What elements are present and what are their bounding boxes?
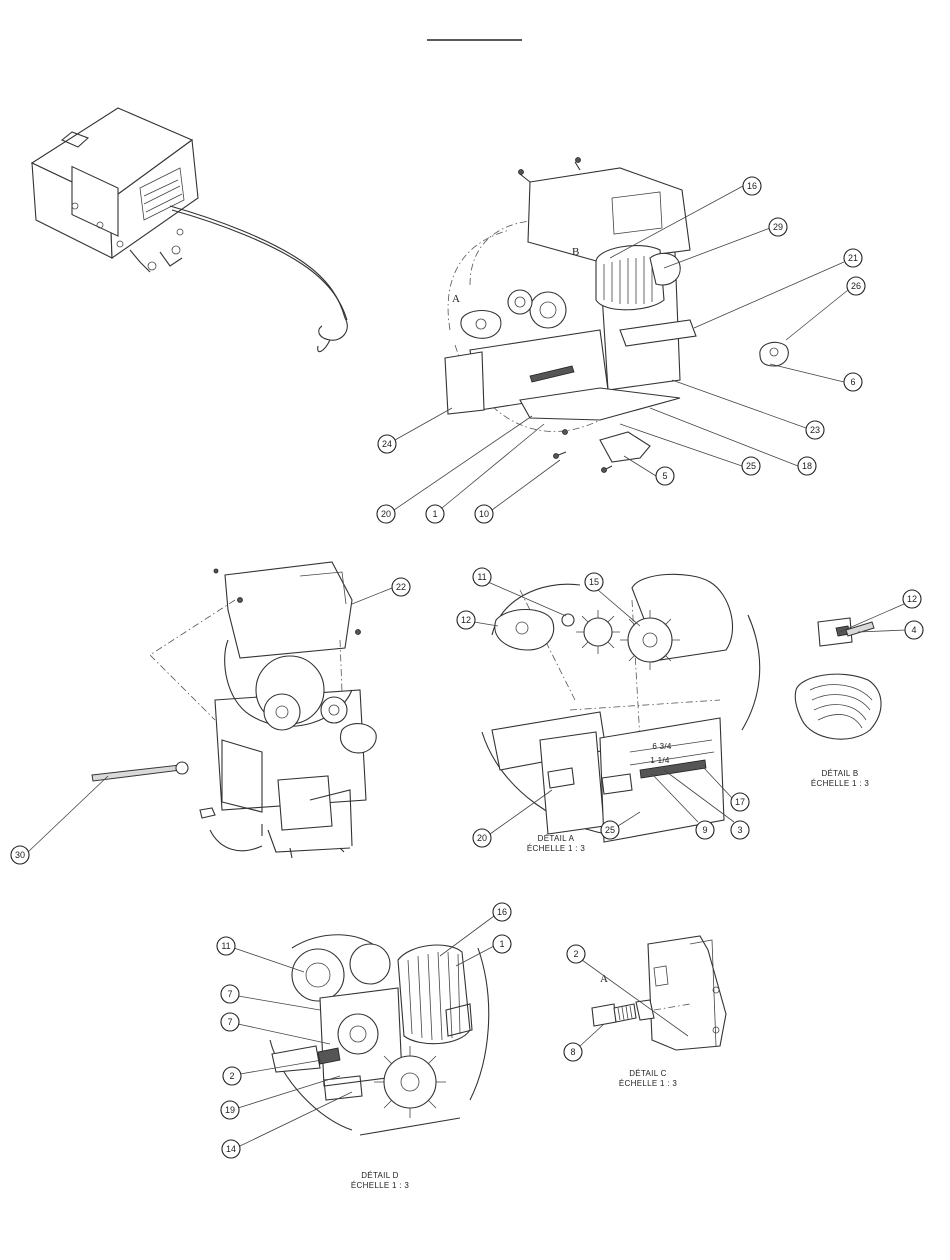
svg-text:11: 11 <box>221 941 230 951</box>
detail-d-view: DÉTAIL D ÉCHELLE 1 : 3 <box>270 935 489 1190</box>
balloon-26: 26 <box>786 277 865 340</box>
main-exploded-view: B A <box>445 158 788 473</box>
detail-a-view: 6 3/4 1 1/4 DÉTAIL A ÉCHELLE 1 : 3 <box>482 574 760 853</box>
balloon-30: 30 <box>11 776 108 864</box>
detail-b-scale: ÉCHELLE 1 : 3 <box>811 779 869 788</box>
balloon-1-detail-d: 1 <box>456 935 511 966</box>
detail-d-title: DÉTAIL D <box>361 1171 399 1180</box>
svg-text:17: 17 <box>735 797 745 807</box>
svg-text:1: 1 <box>432 509 437 519</box>
svg-text:16: 16 <box>747 181 757 191</box>
detail-b-view: DÉTAIL B ÉCHELLE 1 : 3 <box>795 618 881 788</box>
svg-text:12: 12 <box>907 594 917 604</box>
svg-text:7: 7 <box>227 1017 232 1027</box>
balloon-23: 23 <box>672 380 824 439</box>
balloon-10: 10 <box>475 460 560 523</box>
svg-text:6: 6 <box>850 377 855 387</box>
svg-text:25: 25 <box>746 461 756 471</box>
balloon-20-main: 20 <box>377 416 532 523</box>
rear-exploded-view <box>92 562 376 858</box>
detail-c-view: A DÉTAIL C ÉCHELLE 1 : 3 <box>592 936 726 1088</box>
svg-text:30: 30 <box>15 850 25 860</box>
detail-d-scale: ÉCHELLE 1 : 3 <box>351 1181 409 1190</box>
svg-text:25: 25 <box>605 825 615 835</box>
svg-text:26: 26 <box>851 281 861 291</box>
balloon-22: 22 <box>352 578 410 604</box>
svg-text:8: 8 <box>570 1047 575 1057</box>
detail-a-dim-1: 6 3/4 <box>652 742 672 751</box>
svg-text:15: 15 <box>589 577 599 587</box>
svg-text:2: 2 <box>229 1071 234 1081</box>
overview-iso-view <box>32 108 347 352</box>
svg-text:23: 23 <box>810 425 820 435</box>
view-letter-b: B <box>572 246 579 258</box>
detail-c-title: DÉTAIL C <box>629 1069 667 1078</box>
svg-text:2: 2 <box>573 949 578 959</box>
svg-text:3: 3 <box>737 825 742 835</box>
svg-text:19: 19 <box>225 1105 235 1115</box>
detail-a-dim-2: 1 1/4 <box>650 756 670 765</box>
svg-text:22: 22 <box>396 582 406 592</box>
detail-a-scale: ÉCHELLE 1 : 3 <box>527 844 585 853</box>
svg-text:10: 10 <box>479 509 489 519</box>
balloon-6: 6 <box>770 364 862 391</box>
balloon-11-detail-a: 11 <box>473 568 566 616</box>
view-letter-a: A <box>452 293 460 305</box>
svg-text:24: 24 <box>382 439 392 449</box>
svg-text:11: 11 <box>477 572 486 582</box>
balloon-14: 14 <box>222 1092 352 1158</box>
balloon-21: 21 <box>694 249 862 328</box>
svg-text:1: 1 <box>499 939 504 949</box>
detail-a-title: DÉTAIL A <box>538 834 575 843</box>
balloon-18: 18 <box>650 408 816 475</box>
svg-text:14: 14 <box>226 1144 236 1154</box>
detail-c-scale: ÉCHELLE 1 : 3 <box>619 1079 677 1088</box>
svg-text:20: 20 <box>381 509 391 519</box>
svg-text:20: 20 <box>477 833 487 843</box>
balloon-24: 24 <box>378 408 452 453</box>
detail-b-title: DÉTAIL B <box>821 769 858 778</box>
svg-text:9: 9 <box>702 825 707 835</box>
svg-text:29: 29 <box>773 222 783 232</box>
svg-text:18: 18 <box>802 461 812 471</box>
balloon-8: 8 <box>564 1024 604 1061</box>
detail-c-letter: A <box>600 973 608 985</box>
balloon-5: 5 <box>624 456 674 485</box>
svg-text:4: 4 <box>911 625 916 635</box>
svg-text:7: 7 <box>227 989 232 999</box>
svg-text:21: 21 <box>848 253 858 263</box>
svg-text:16: 16 <box>497 907 507 917</box>
svg-text:5: 5 <box>662 471 667 481</box>
svg-text:12: 12 <box>461 615 471 625</box>
balloon-11-detail-d: 11 <box>217 937 304 972</box>
balloon-12-detail-a: 12 <box>457 611 498 629</box>
balloon-7-lower: 7 <box>221 1013 330 1044</box>
